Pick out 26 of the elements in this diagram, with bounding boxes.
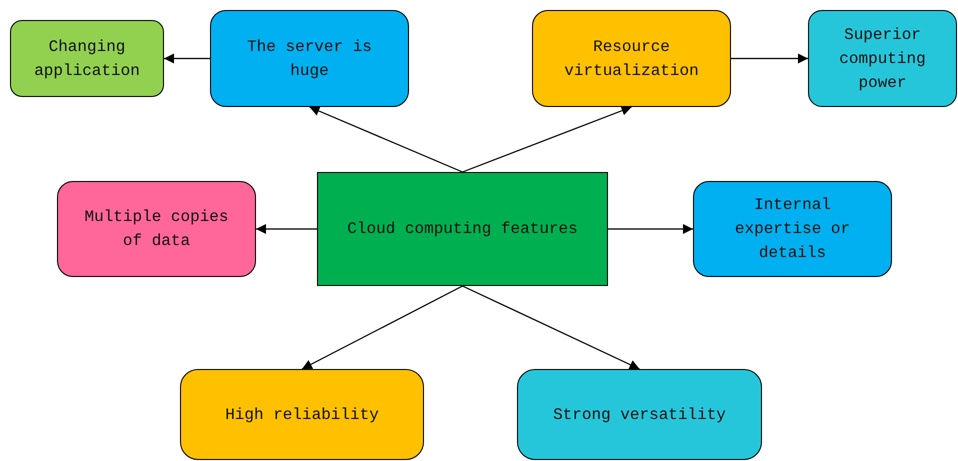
feature-box xyxy=(808,10,957,107)
arrow xyxy=(302,285,463,370)
arrow xyxy=(608,224,693,234)
node-label: The server is huge xyxy=(246,36,373,82)
arrow xyxy=(256,224,317,234)
node-label: Internal expertise or details xyxy=(734,195,852,264)
node-label: Resource virtualization xyxy=(563,36,700,82)
arrow xyxy=(309,106,463,173)
feature-box xyxy=(57,181,256,277)
arrow xyxy=(462,285,640,370)
feature-box xyxy=(180,369,424,460)
node-label: Superior computing power xyxy=(838,24,927,94)
feature-box xyxy=(517,369,762,460)
node-label: Multiple copies of data xyxy=(83,207,230,252)
node-label: High reliability xyxy=(225,404,379,426)
arrow xyxy=(731,54,808,64)
feature-box xyxy=(317,172,608,286)
node-label: Strong versatility xyxy=(553,404,726,426)
feature-box xyxy=(210,10,409,107)
feature-box xyxy=(693,181,892,277)
node-label: Changing application xyxy=(33,36,141,82)
feature-box xyxy=(532,10,731,107)
arrow xyxy=(462,106,632,173)
feature-box xyxy=(10,20,164,97)
node-label: Cloud computing features xyxy=(347,219,578,240)
arrow xyxy=(164,54,210,64)
